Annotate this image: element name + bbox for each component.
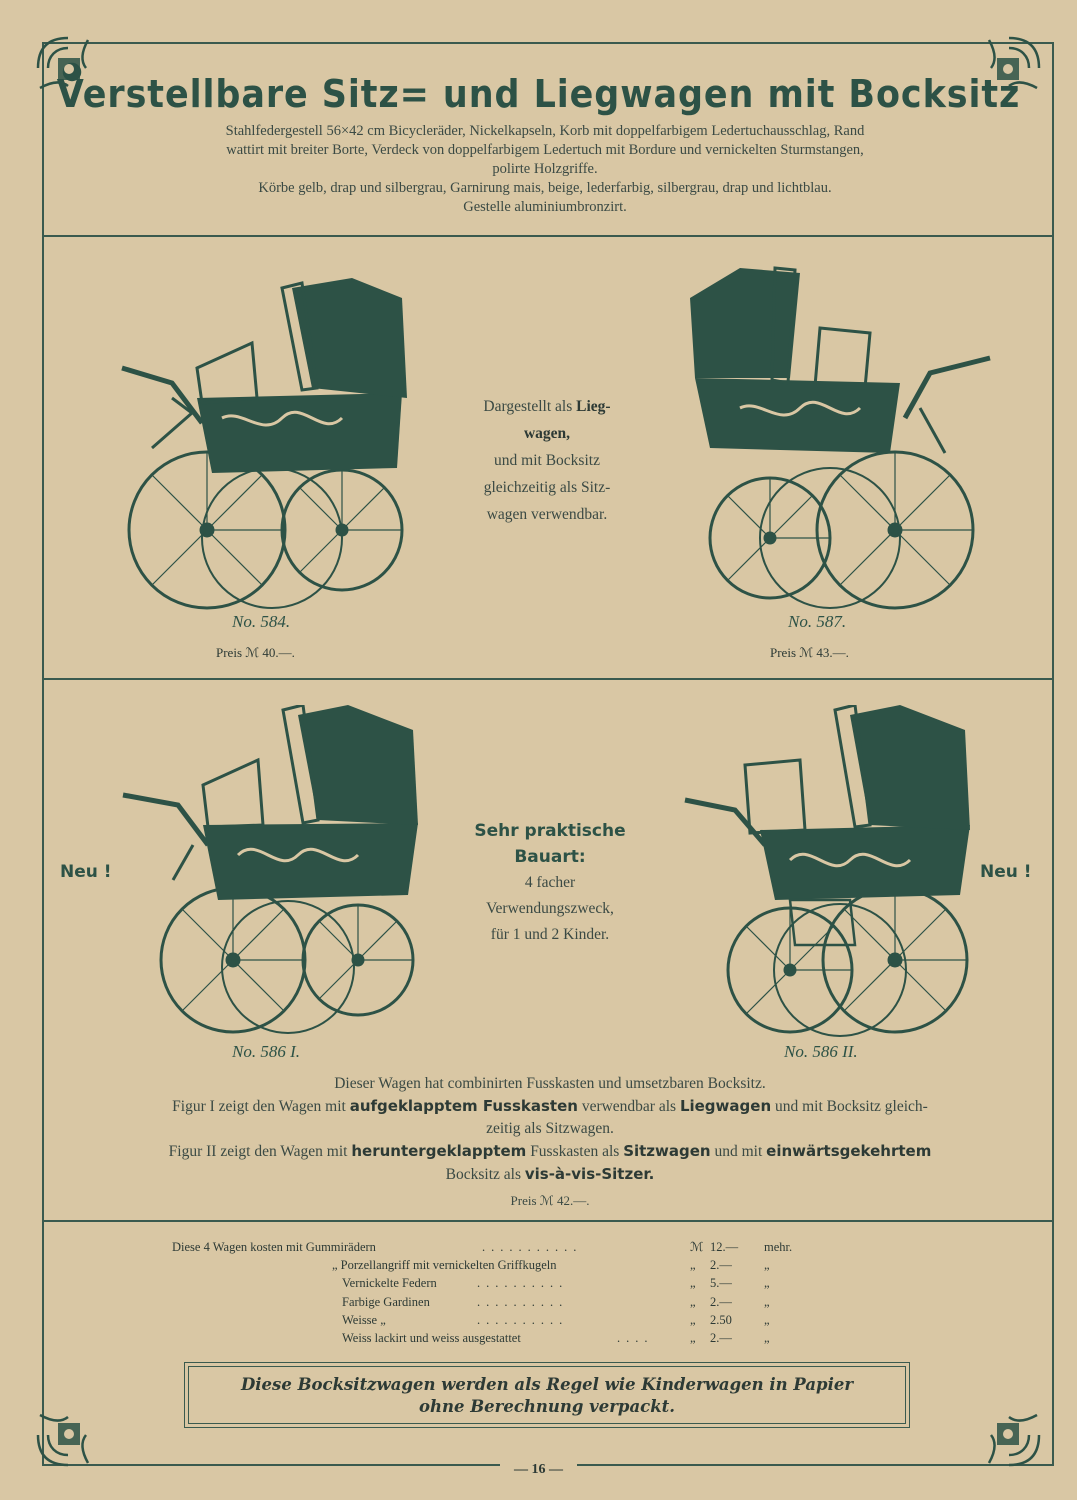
price-row-suffix: mehr. (764, 1240, 793, 1254)
model-number-584: No. 584. (232, 612, 291, 631)
price-584: Preis ℳ 40.—. (216, 645, 295, 660)
price-row-label: Diese 4 Wagen kosten mit Gummirädern (172, 1240, 376, 1254)
model-number-587: No. 587. (788, 612, 847, 631)
price-row-label: Weisse „ (342, 1312, 386, 1327)
intro-line: Körbe gelb, drap und silbergrau, Garniru… (258, 180, 832, 196)
price-row-currency: „ (690, 1276, 696, 1291)
stroller-586-I-illustration-icon (122, 705, 418, 1034)
desc-bold: vis-à-vis-Sitzer. (524, 1165, 655, 1183)
price-row-label: Farbige Gardinen (342, 1294, 430, 1309)
price-row-currency: „ (690, 1294, 696, 1309)
desc-text: Bocksitz als (445, 1166, 525, 1183)
price-row-suffix: „ (764, 1258, 770, 1273)
stroller-587-illustration-icon (690, 266, 991, 610)
corner-ornament-top-left-icon (36, 36, 90, 90)
desc-text: und mit (710, 1143, 767, 1160)
center-line: Verwendungszweck, (486, 900, 614, 917)
price-row-currency: „ (690, 1258, 696, 1273)
packaging-notice: Diese Bocksitzwagen werden als Regel wie… (184, 1362, 910, 1428)
price-row-currency: ℳ (690, 1240, 704, 1254)
price-row-amount: 5.— (710, 1276, 732, 1291)
center-line-bold: wagen, (523, 425, 571, 442)
desc-line: Dieser Wagen hat combinirten Fusskasten … (334, 1075, 766, 1092)
price-586: Preis ℳ 42.—. (510, 1193, 590, 1208)
divider (42, 678, 1052, 680)
center-line: für 1 und 2 Kinder. (490, 926, 610, 943)
desc-text: verwendbar als (577, 1098, 680, 1115)
price-row-label: Vernickelte Federn (342, 1276, 437, 1291)
desc-bold: Sitzwagen (623, 1142, 711, 1160)
desc-text: Fusskasten als (526, 1143, 624, 1160)
section2-heading: Sehr praktische (474, 821, 626, 841)
center-line: gleichzeitig als Sitz- (483, 479, 611, 496)
center-line: Dargestellt als (483, 398, 577, 415)
intro-line: polirte Holzgriffe. (492, 161, 598, 177)
center-line: 4 facher (524, 874, 576, 891)
price-row-dots: .......... (477, 1312, 569, 1327)
desc-line: Bocksitz als vis-à-vis-Sitzer. (70, 1163, 1030, 1186)
price-587: Preis ℳ 43.—. (770, 645, 849, 660)
stroller-586-II-illustration-icon (684, 705, 970, 1037)
price-row-suffix: „ (764, 1294, 770, 1309)
price-row-amount: 2.— (710, 1330, 732, 1345)
model-586-description: Dieser Wagen hat combinirten Fusskasten … (70, 1073, 1030, 1212)
desc-bold: Liegwagen (679, 1097, 772, 1115)
center-line: und mit Bocksitz (494, 452, 600, 469)
new-badge-left: Neu ! (60, 862, 112, 882)
section1-description: Dargestellt als Lieg- wagen, und mit Boc… (430, 393, 664, 528)
desc-bold: heruntergeklapptem (351, 1142, 527, 1160)
desc-line: zeitig als Sitzwagen. (486, 1120, 614, 1137)
price-row-suffix: „ (764, 1330, 770, 1345)
price-row-amount: 2.50 (710, 1312, 732, 1327)
stroller-584-illustration-icon (121, 278, 407, 610)
new-badge-right: Neu ! (980, 862, 1032, 882)
center-line: wagen verwendbar. (486, 506, 608, 523)
price-row-dots: .......... (477, 1276, 569, 1291)
desc-bold: aufgeklapptem Fusskasten (349, 1097, 578, 1115)
model-number-586-I: No. 586 I. (232, 1042, 300, 1061)
price-row-dots: .... (617, 1330, 654, 1345)
price-row-amount: 12.— (710, 1240, 739, 1254)
desc-text: und mit Bocksitz gleich- (771, 1098, 928, 1115)
model-number-586-II: No. 586 II. (784, 1042, 858, 1061)
section2-description: Sehr praktische Bauart: 4 facher Verwend… (440, 818, 660, 948)
desc-bold: einwärtsgekehrtem (766, 1142, 932, 1160)
price-row-dots: .......... (477, 1294, 569, 1309)
center-line-bold: Lieg- (576, 398, 611, 415)
page-number-background (500, 1455, 577, 1475)
intro-line: Gestelle aluminiumbronzirt. (463, 199, 627, 215)
price-row-amount: 2.— (710, 1258, 732, 1273)
price-row-label: Weiss lackirt und weiss ausgestattet (342, 1330, 521, 1345)
divider (42, 1220, 1052, 1222)
desc-figure-2: Figur II zeigt den Wagen mit heruntergek… (70, 1140, 1030, 1163)
intro-text: Stahlfedergestell 56×42 cm Bicycleräder,… (70, 122, 1020, 217)
price-row-dots: ........... (482, 1240, 583, 1254)
desc-text: Figur II zeigt den Wagen mit (168, 1143, 352, 1160)
notice-line: Diese Bocksitzwagen werden als Regel wie… (240, 1375, 854, 1394)
price-row-suffix: „ (764, 1276, 770, 1291)
section2-heading: Bauart: (514, 847, 586, 867)
corner-ornament-bottom-right-icon (987, 1413, 1041, 1467)
intro-line: wattirt mit breiter Borte, Verdeck von d… (226, 142, 864, 158)
corner-ornament-bottom-left-icon (36, 1413, 90, 1467)
notice-line: ohne Berechnung verpackt. (418, 1397, 676, 1416)
price-row-currency: „ (690, 1330, 696, 1345)
desc-figure-1: Figur I zeigt den Wagen mit aufgeklappte… (70, 1095, 1030, 1118)
corner-ornament-top-right-icon (987, 36, 1041, 90)
price-row-amount: 2.— (710, 1294, 732, 1309)
divider (42, 235, 1052, 237)
price-row-label: „ Porzellangriff mit vernickelten Griffk… (332, 1258, 557, 1273)
intro-line: Stahlfedergestell 56×42 cm Bicycleräder,… (225, 123, 865, 139)
desc-text: Figur I zeigt den Wagen mit (172, 1098, 350, 1115)
price-row-suffix: „ (764, 1312, 770, 1327)
page-number: — 16 — (514, 1462, 563, 1477)
price-row-currency: „ (690, 1312, 696, 1327)
page-title: Verstellbare Sitz= und Liegwagen mit Boc… (56, 72, 1021, 116)
